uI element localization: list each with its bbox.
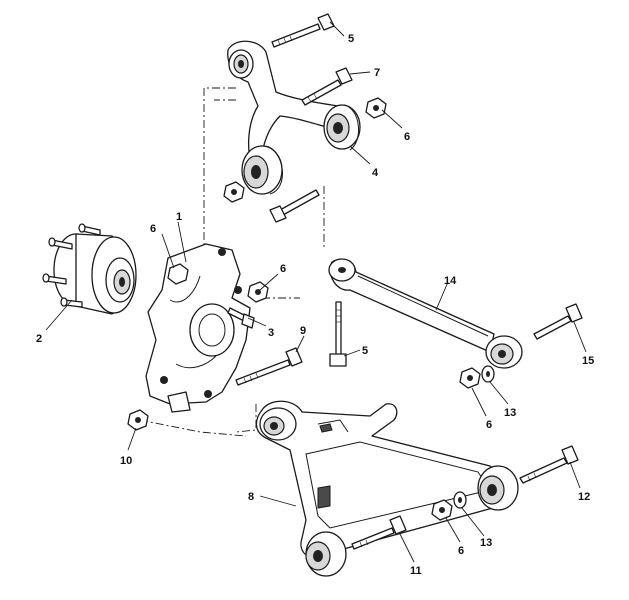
- callout-6-knuckle-right: 6: [280, 263, 286, 275]
- bolt-upper-lower: [269, 189, 320, 223]
- assembly-guide-lines: [139, 87, 325, 437]
- upper-control-arm: [227, 40, 361, 195]
- callout-6-knuckle: 6: [150, 223, 156, 235]
- callout-6-toe-link: 6: [486, 419, 492, 431]
- toe-link-arm: [328, 258, 523, 369]
- bolt-15: [533, 303, 583, 340]
- lower-control-arm: [255, 400, 519, 577]
- callout-4: 4: [372, 167, 379, 179]
- callout-3: 3: [268, 327, 274, 339]
- callout-13-toe-link: 13: [504, 407, 516, 419]
- bolt-12: [519, 445, 579, 484]
- bolt-3: [227, 307, 255, 329]
- callout-labels: 1 2 3 4 5 5 6 6 6 6 6 7 8 9 10 11 12 13 …: [36, 33, 594, 577]
- callout-12: 12: [578, 491, 590, 503]
- nut-6-upper-left: [223, 181, 245, 203]
- callout-11: 11: [410, 565, 422, 577]
- nut-6-toe-link: [459, 367, 481, 389]
- callout-6-lower-arm: 6: [458, 545, 464, 557]
- callout-9: 9: [300, 325, 306, 337]
- bolt-5-upper: [271, 13, 335, 48]
- callout-5-lower: 5: [362, 345, 368, 357]
- callout-13-lower-arm: 13: [480, 537, 492, 549]
- callout-2: 2: [36, 333, 42, 345]
- callout-8: 8: [248, 491, 254, 503]
- leader-lines: [45, 21, 587, 563]
- callout-15: 15: [582, 355, 594, 367]
- wheel-hub: [42, 223, 137, 315]
- callout-14: 14: [444, 275, 457, 287]
- bolt-5-vertical: [329, 301, 347, 367]
- steering-knuckle: [145, 243, 251, 413]
- nut-6-lower: [431, 499, 453, 521]
- bolt-9: [235, 347, 303, 386]
- callout-7: 7: [374, 67, 380, 79]
- callout-6-upper-arm: 6: [404, 131, 410, 143]
- callout-10: 10: [120, 455, 132, 467]
- nut-6-upper-right: [365, 97, 387, 119]
- callout-5-upper: 5: [348, 33, 354, 45]
- washer-13-upper: [481, 365, 495, 383]
- bolt-11: [351, 515, 407, 550]
- nut-10: [127, 409, 149, 431]
- washer-13-lower: [453, 491, 467, 509]
- callout-1: 1: [176, 211, 182, 223]
- bolt-7: [301, 67, 353, 106]
